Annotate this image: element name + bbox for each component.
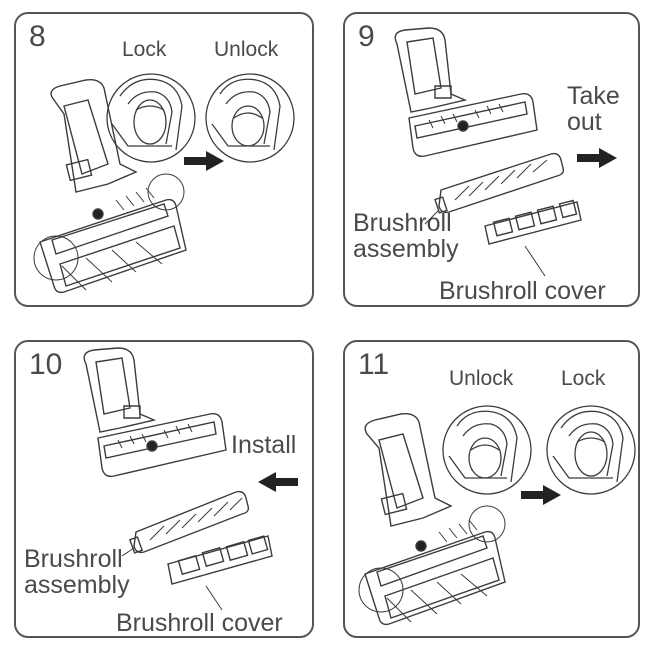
step-8-panel: 8 Lock Unlock (14, 12, 314, 307)
step-number: 11 (358, 348, 390, 381)
step-9-panel: 9 Take out Brushroll assembly Brushroll … (343, 12, 640, 307)
lock-label: Lock (561, 367, 606, 390)
unlock-label: Unlock (449, 367, 514, 390)
brushroll-removal-illustration (345, 14, 617, 307)
brushroll-install-illustration (16, 342, 298, 638)
brushroll-cover-label: Brushroll cover (439, 277, 606, 305)
brushroll-cover-label: Brushroll cover (116, 609, 283, 637)
take-out-label: Take out (567, 82, 620, 137)
install-label: Install (231, 431, 297, 459)
step-number: 8 (29, 20, 46, 53)
brushroll-assembly-label: Brushroll assembly (24, 545, 130, 600)
step-number: 9 (358, 20, 375, 53)
vacuum-head-illustration (345, 342, 640, 638)
step-10-panel: 10 Install Brushroll assembly Brushroll … (14, 340, 314, 638)
vacuum-head-illustration (16, 14, 314, 307)
step-number: 10 (29, 348, 63, 381)
lock-label: Lock (122, 38, 167, 61)
step-11-panel: 11 Unlock Lock (343, 340, 640, 638)
unlock-label: Unlock (214, 38, 279, 61)
